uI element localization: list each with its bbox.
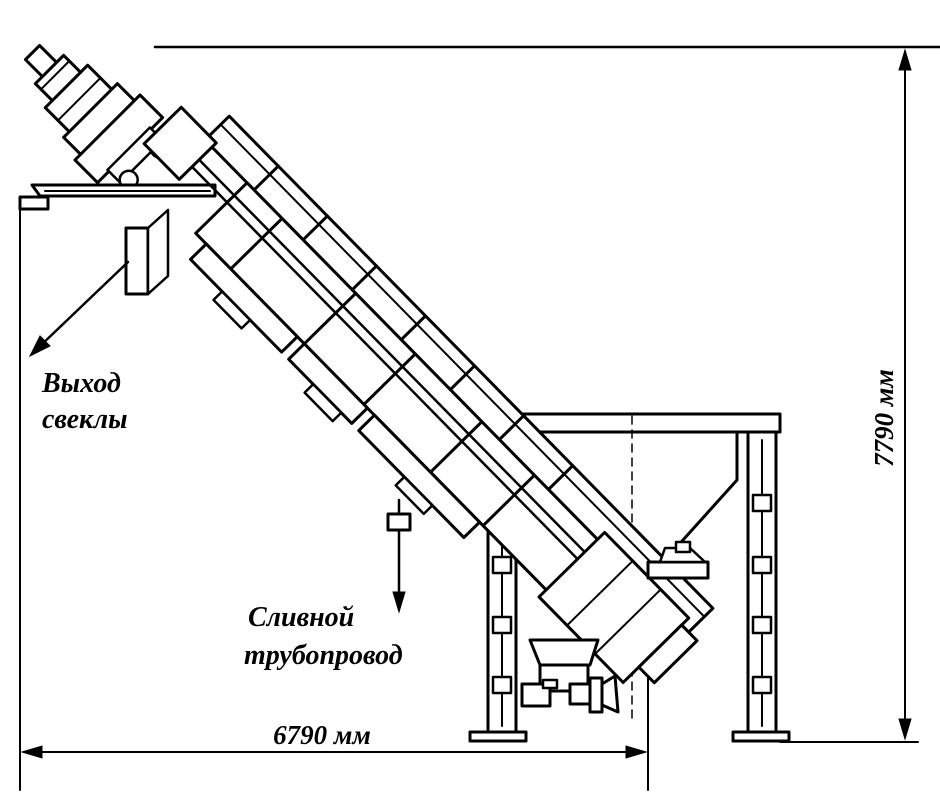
drain-label-line1: Сливной: [248, 602, 354, 633]
outlet-flow-arrow: [28, 260, 130, 358]
outlet-label-line2: свеклы: [42, 404, 128, 435]
pump-handwheel: [600, 674, 620, 714]
drain-pipe-branch: [386, 498, 412, 532]
trough-upper-end: [142, 105, 218, 181]
hopper-side-fitting: [646, 540, 710, 580]
left-leg-foot: [468, 730, 528, 743]
screw-drive-unit: [23, 43, 171, 191]
right-leg-foot: [731, 730, 791, 743]
inclined-screw-washer: [142, 105, 715, 685]
beet-outlet-chute: [18, 183, 217, 296]
drain-valve: [386, 512, 412, 532]
width-arrow-right: [625, 745, 648, 759]
height-dimension-label: 7790 мм: [869, 369, 899, 467]
height-dimension: 7790 мм: [153, 45, 940, 743]
outlet-flap: [124, 226, 150, 296]
width-dimension-label: 6790 мм: [273, 720, 371, 750]
drain-label-line2: трубопровод: [244, 640, 403, 671]
width-dimension: 6790 мм: [19, 207, 649, 791]
height-arrow-top: [898, 48, 912, 71]
drain-arrow-head: [392, 591, 406, 614]
width-arrow-left: [20, 745, 43, 759]
screw-shaft: [176, 137, 657, 625]
outlet-arrow-head: [28, 335, 51, 358]
drain-flow-arrow: [392, 528, 406, 614]
height-arrow-bottom: [898, 718, 912, 741]
lower-drive-pump: [520, 638, 620, 714]
upper-channel: [203, 114, 715, 634]
outlet-label-line1: Выход: [41, 368, 121, 399]
lower-bearing-flange: [637, 623, 699, 685]
outlet-chute-lip: [18, 195, 50, 211]
right-support-leg: [731, 430, 791, 743]
